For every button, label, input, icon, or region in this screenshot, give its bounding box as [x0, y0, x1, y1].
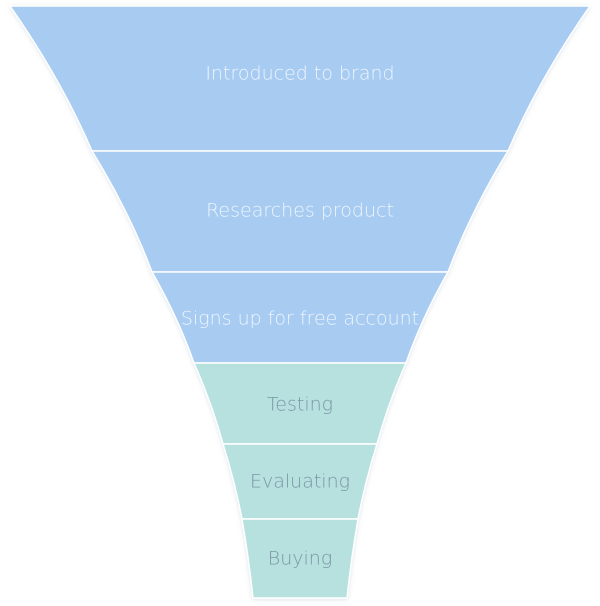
funnel-stage-label-2: Researches product	[206, 200, 394, 222]
funnel-stage-label-4: Testing	[267, 394, 333, 416]
funnel-stage-6	[241, 518, 359, 599]
funnel-stage-label-5: Evaluating	[250, 471, 350, 493]
funnel-stage-label-3: Signs up for free account	[181, 308, 419, 330]
funnel-stage-label-6: Buying	[268, 548, 332, 570]
funnel-stage-label-1: Introduced to brand	[205, 63, 394, 85]
